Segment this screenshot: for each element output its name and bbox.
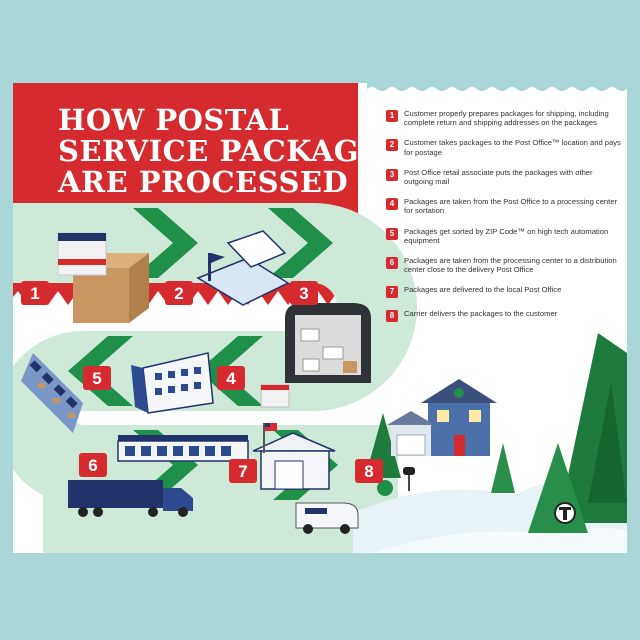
step-number-badge: 3 — [386, 168, 398, 181]
step-marker-3: 3 — [290, 281, 318, 305]
list-item: 1 Customer properly prepares packages for… — [386, 109, 622, 127]
step-description: Customer takes packages to the Post Offi… — [404, 138, 621, 157]
step-marker-label: 3 — [299, 284, 308, 303]
page-title: HOW POSTAL SERVICE PACKAGES ARE PROCESSE… — [58, 105, 403, 198]
mail-van-interior-icon — [285, 303, 371, 383]
list-item: 8 Carrier delivers the packages to the cu… — [386, 309, 622, 323]
step-description: Packages are taken from the Post Office … — [404, 197, 618, 216]
publisher-logo-icon — [554, 502, 576, 524]
process-diagram: 1 2 3 4 5 6 7 8 — [13, 83, 627, 553]
title-line: SERVICE PACKAGES — [58, 134, 404, 168]
step-description: Carrier delivers the packages to the cus… — [404, 309, 558, 319]
step-description: Packages are delivered to the local Post… — [404, 285, 562, 295]
stamp-edge — [13, 83, 627, 91]
step-marker-2: 2 — [165, 281, 193, 305]
step-number-badge: 8 — [386, 310, 398, 323]
step-marker-5: 5 — [83, 366, 111, 390]
step-marker-label: 6 — [88, 456, 97, 475]
step-marker-7: 7 — [229, 459, 257, 483]
list-item: 7 Packages are delivered to the local Pos… — [386, 285, 622, 299]
step-description: Packages get sorted by ZIP Code™ on high… — [404, 226, 609, 245]
list-item: 6 Packages are taken from the processing … — [386, 256, 622, 274]
step-marker-6: 6 — [79, 453, 107, 477]
pine-tree-icon — [365, 333, 627, 533]
steps-list: 1 Customer properly prepares packages for… — [386, 109, 622, 333]
processing-center-icon — [131, 352, 290, 414]
post-office-icon — [196, 230, 290, 306]
step-marker-label: 2 — [174, 284, 183, 303]
step-marker-label: 5 — [92, 369, 101, 388]
step-number-badge: 1 — [386, 110, 398, 122]
house-icon — [387, 379, 497, 456]
step-description: Post Office retail associate puts the pa… — [404, 167, 593, 187]
snow-foreground — [373, 527, 627, 553]
step-number-badge: 4 — [386, 198, 398, 211]
step-marker-1: 1 — [21, 281, 49, 305]
step-number-badge: 6 — [386, 257, 398, 270]
step-number-badge: 7 — [386, 286, 398, 299]
step-description: Packages are taken from the processing c… — [404, 256, 617, 275]
step-marker-4: 4 — [217, 366, 245, 390]
step-number-badge: 2 — [386, 139, 398, 152]
mailbox-icon — [377, 467, 415, 496]
delivery-truck-icon — [295, 502, 359, 534]
list-item: 4 Packages are taken from the Post Office… — [386, 197, 622, 215]
sorting-machine-icon — [21, 353, 83, 433]
title-line: HOW POSTAL — [58, 103, 290, 137]
distribution-center-icon — [117, 435, 249, 462]
semi-truck-icon — [68, 480, 193, 517]
step-description: Customer properly prepares packages for … — [404, 109, 609, 128]
step-marker-label: 4 — [226, 369, 236, 388]
step-marker-label: 8 — [364, 462, 373, 481]
step-number-badge: 5 — [386, 227, 398, 240]
step-marker-label: 7 — [238, 462, 247, 481]
infographic-card: 1 2 3 4 5 6 7 8 HOW POSTAL SERVICE PACKA… — [13, 83, 627, 553]
list-item: 3 Post Office retail associate puts the p… — [386, 168, 622, 186]
step-marker-label: 1 — [30, 284, 39, 303]
title-line: ARE PROCESSED — [58, 165, 349, 199]
list-item: 5 Packages get sorted by ZIP Code™ on hig… — [386, 227, 622, 245]
step-marker-8: 8 — [355, 459, 383, 483]
local-post-office-icon — [252, 423, 336, 490]
package-boxes-icon — [57, 232, 149, 323]
list-item: 2 Customer takes packages to the Post Off… — [386, 138, 622, 157]
